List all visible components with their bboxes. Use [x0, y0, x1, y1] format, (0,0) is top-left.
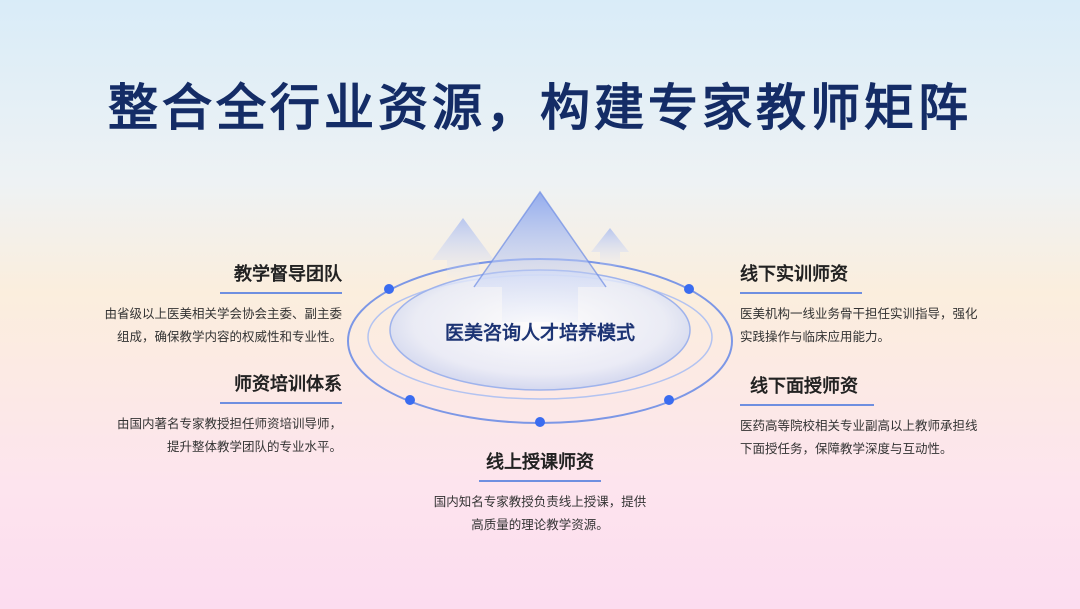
connector-dot	[384, 284, 394, 294]
block-heading: 教学督导团队	[60, 260, 342, 286]
block-underline	[740, 292, 862, 294]
block-underline	[740, 404, 874, 406]
block-underline	[479, 480, 601, 482]
block-description: 医药高等院校相关专业副高以上教师承担线 下面授任务，保障教学深度与互动性。	[740, 414, 1040, 460]
block-online-teachers: 线上授课师资 国内知名专家教授负责线上授课，提供 高质量的理论教学资源。	[380, 448, 700, 536]
connector-dot	[684, 284, 694, 294]
block-heading: 师资培训体系	[60, 370, 342, 396]
block-heading: 线上授课师资	[380, 448, 700, 474]
block-description: 国内知名专家教授负责线上授课，提供 高质量的理论教学资源。	[380, 490, 700, 536]
small-arrow-left-icon	[432, 218, 494, 278]
block-offline-practice-teachers: 线下实训师资 医美机构一线业务骨干担任实训指导，强化 实践操作与临床应用能力。	[740, 260, 1040, 348]
block-heading: 线下面授师资	[740, 372, 1040, 398]
connector-dot	[535, 417, 545, 427]
connector-dot	[664, 395, 674, 405]
block-underline	[220, 292, 342, 294]
block-description: 由省级以上医美相关学会协会主委、副主委 组成，确保教学内容的权威性和专业性。	[60, 302, 342, 348]
block-heading: 线下实训师资	[740, 260, 1040, 286]
block-description: 医美机构一线业务骨干担任实训指导，强化 实践操作与临床应用能力。	[740, 302, 1040, 348]
block-description: 由国内著名专家教授担任师资培训导师， 提升整体教学团队的专业水平。	[60, 412, 342, 458]
block-teaching-supervision: 教学督导团队 由省级以上医美相关学会协会主委、副主委 组成，确保教学内容的权威性…	[60, 260, 342, 348]
small-arrow-right-icon	[591, 228, 629, 266]
center-label: 医美咨询人才培养模式	[390, 318, 690, 345]
block-offline-lecture-teachers: 线下面授师资 医药高等院校相关专业副高以上教师承担线 下面授任务，保障教学深度与…	[740, 372, 1040, 460]
block-trainer-system: 师资培训体系 由国内著名专家教授担任师资培训导师， 提升整体教学团队的专业水平。	[60, 370, 342, 458]
connector-dot	[405, 395, 415, 405]
block-underline	[220, 402, 342, 404]
